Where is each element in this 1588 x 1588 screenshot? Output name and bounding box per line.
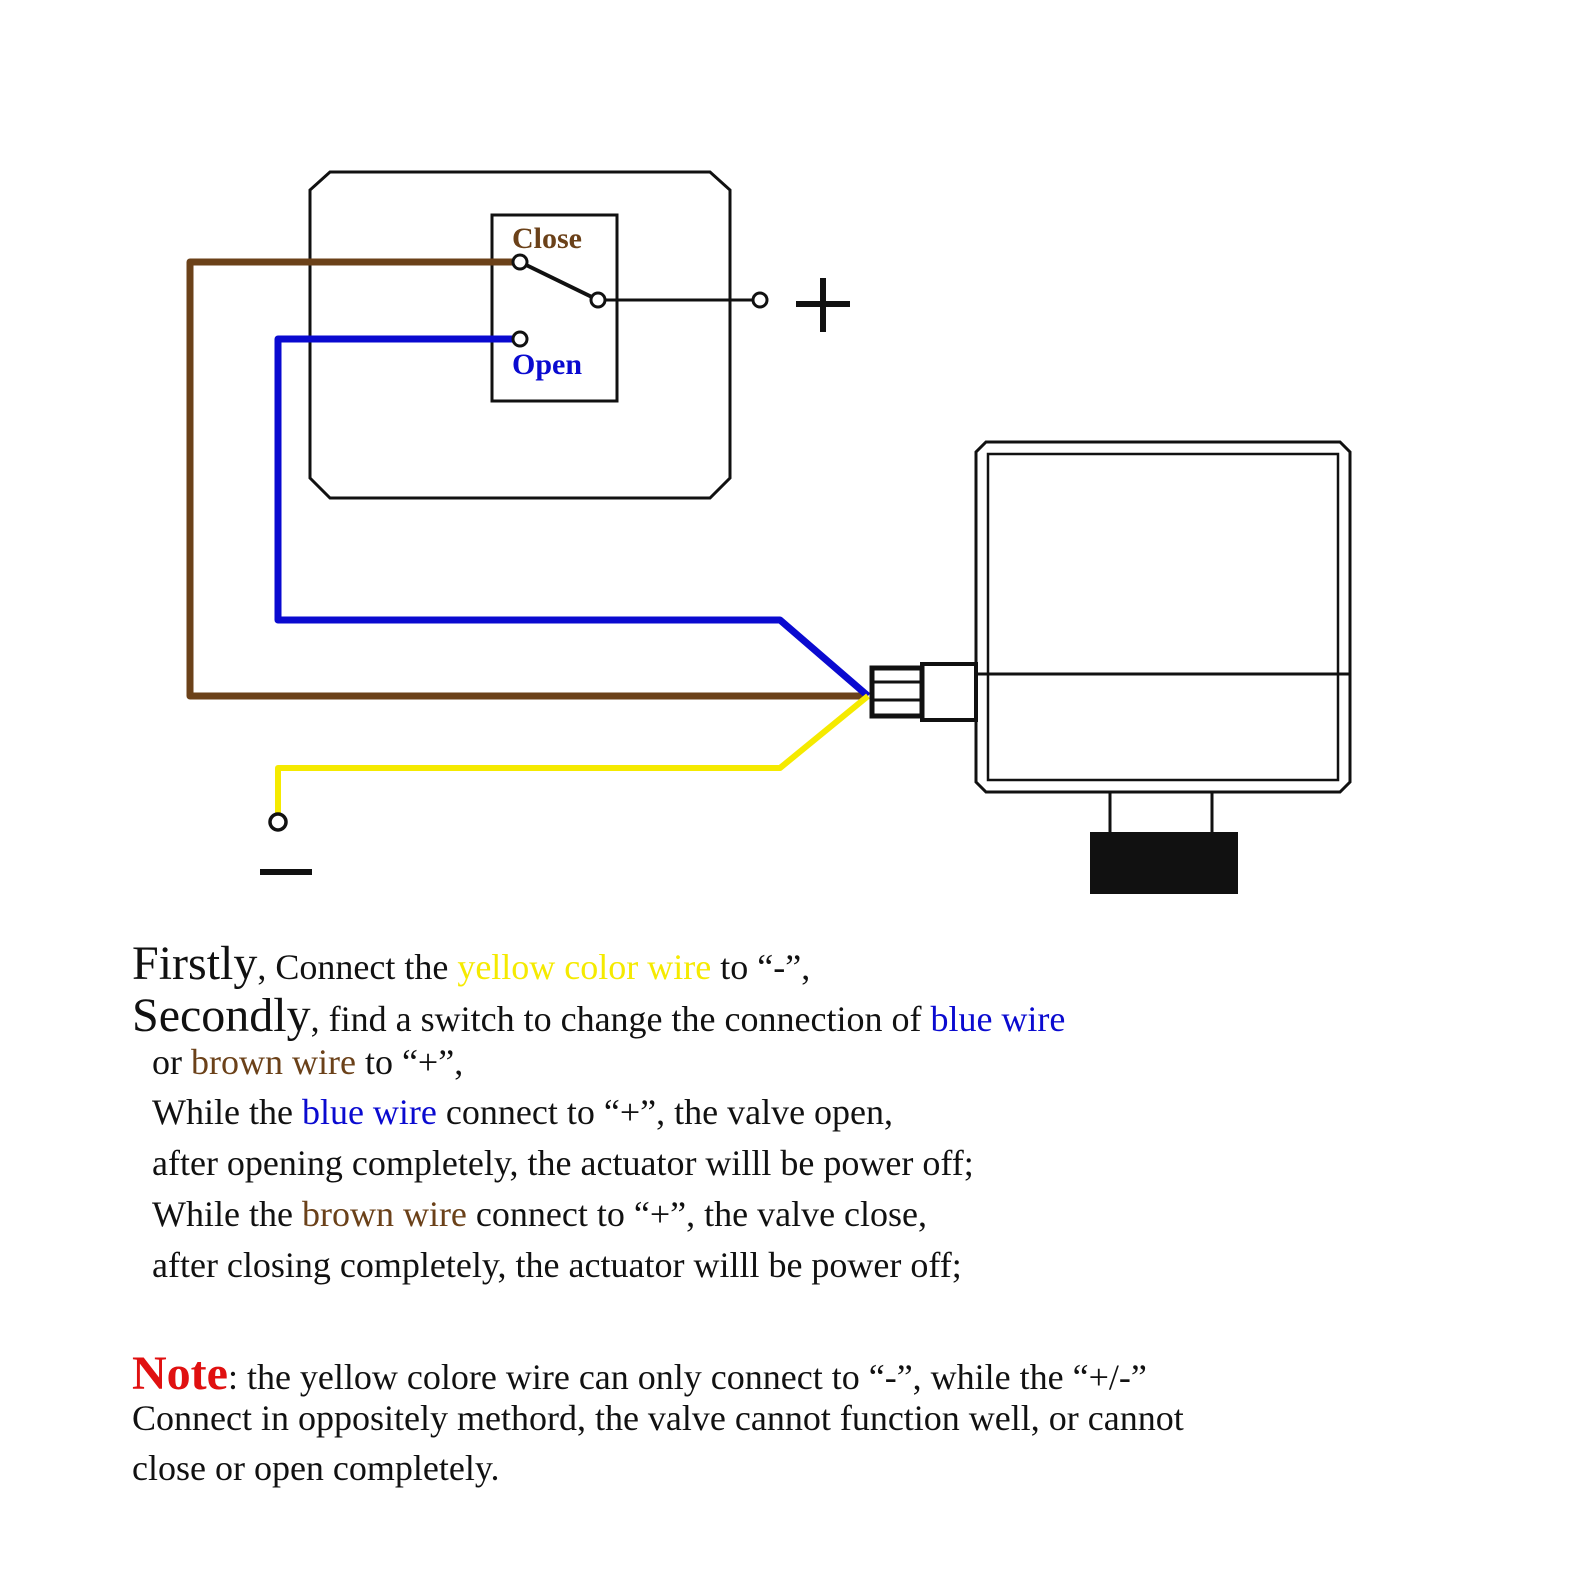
- yellow-wire: [275, 693, 870, 815]
- positive-terminal: [751, 291, 769, 309]
- yellow-wire-text: yellow color wire: [457, 947, 712, 987]
- firstly-lead: Firstly: [132, 937, 258, 990]
- brown-wire-text: brown wire: [191, 1042, 356, 1082]
- secondly-lead: Secondly: [132, 989, 311, 1042]
- blue-wire: [274, 335, 871, 699]
- note-line-1: Note: the yellow colore wire can only co…: [132, 1350, 1147, 1399]
- switch-box-outline: [308, 170, 732, 500]
- text-segment: , find a switch to change the connection…: [310, 999, 931, 1039]
- note-lead: Note: [132, 1347, 228, 1400]
- common-terminal: [589, 291, 607, 309]
- text-segment: : the yellow colore wire can only connec…: [227, 1357, 1147, 1397]
- instruction-line-1: Firstly, Connect the yellow color wire t…: [132, 940, 811, 989]
- blue-wire-text: blue wire: [930, 999, 1066, 1039]
- text-segment: Connect in oppositely methord, the valve…: [132, 1398, 1184, 1438]
- brown-wire: [186, 258, 868, 700]
- text-segment: to “-”,: [711, 947, 811, 987]
- open-label: Open: [512, 348, 582, 381]
- text-segment: or: [152, 1042, 191, 1082]
- brown-wire-text: brown wire: [301, 1194, 467, 1234]
- text-segment: after opening completely, the actuator w…: [152, 1143, 974, 1183]
- text-segment: close or open completely.: [132, 1448, 500, 1488]
- switch-rectangle: [490, 213, 619, 403]
- instruction-line-4: While the blue wire connect to “+”, the …: [152, 1090, 893, 1134]
- blue-wire-text: blue wire: [301, 1092, 437, 1132]
- text-segment: after closing completely, the actuator w…: [152, 1245, 962, 1285]
- actuator: [869, 440, 1352, 894]
- text-segment: While the: [152, 1092, 302, 1132]
- open-terminal: [511, 330, 529, 348]
- close-label: Close: [512, 222, 582, 255]
- text-segment: to “+”,: [355, 1042, 464, 1082]
- close-terminal: [511, 253, 529, 271]
- wiring-diagram: Close Open: [186, 170, 1352, 894]
- instruction-line-6: While the brown wire connect to “+”, the…: [152, 1192, 927, 1236]
- note-line-3: close or open completely.: [132, 1446, 500, 1490]
- instruction-line-2: Secondly, find a switch to change the co…: [132, 992, 1066, 1041]
- instruction-line-7: after closing completely, the actuator w…: [152, 1243, 962, 1287]
- text-segment: While the: [152, 1194, 302, 1234]
- negative-terminal: [268, 812, 288, 832]
- instruction-line-3: or brown wire to “+”,: [152, 1040, 463, 1084]
- text-segment: , Connect the: [257, 947, 458, 987]
- plus-symbol: [796, 278, 850, 332]
- text-segment: connect to “+”, the valve open,: [436, 1092, 894, 1132]
- instruction-line-5: after opening completely, the actuator w…: [152, 1141, 974, 1185]
- switch-arm: [519, 260, 599, 302]
- text-segment: connect to “+”, the valve close,: [466, 1194, 928, 1234]
- note-line-2: Connect in oppositely methord, the valve…: [132, 1396, 1184, 1440]
